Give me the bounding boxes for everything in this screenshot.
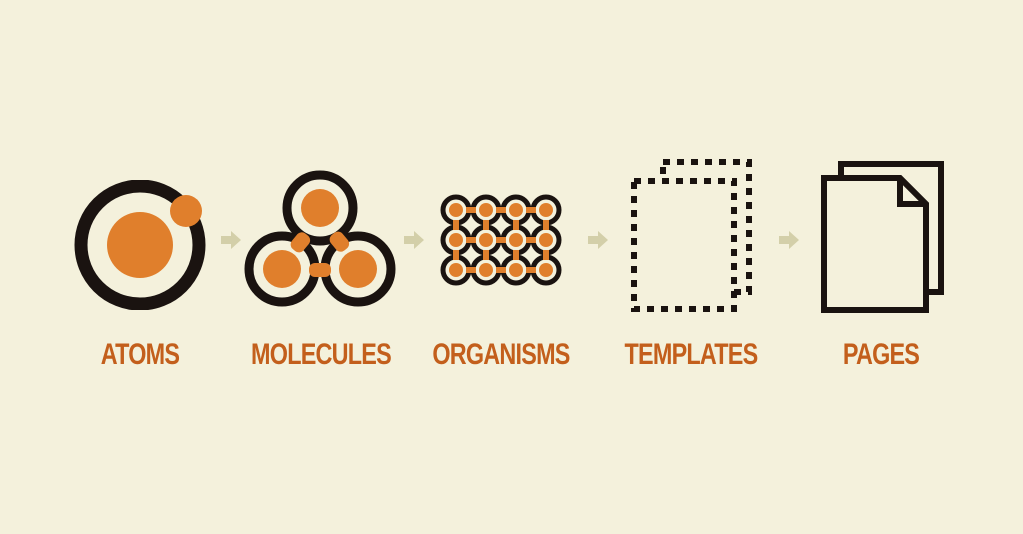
arrow-right-icon <box>588 231 608 249</box>
stage-label-pages: PAGES <box>842 338 920 371</box>
arrow-right-icon <box>404 231 424 249</box>
molecule-icon <box>244 170 396 307</box>
organism-icon <box>440 194 562 286</box>
arrow-right-icon <box>779 231 799 249</box>
stage-label-templates: TEMPLATES <box>624 338 759 371</box>
template-icon <box>631 159 752 312</box>
stage-label-atoms: ATOMS <box>100 338 180 371</box>
stage-label-organisms: ORGANISMS <box>432 338 570 371</box>
pages-icon <box>821 161 944 313</box>
stage-label-molecules: MOLECULES <box>251 338 392 371</box>
atom-icon <box>74 180 206 310</box>
arrow-right-icon <box>221 231 241 249</box>
